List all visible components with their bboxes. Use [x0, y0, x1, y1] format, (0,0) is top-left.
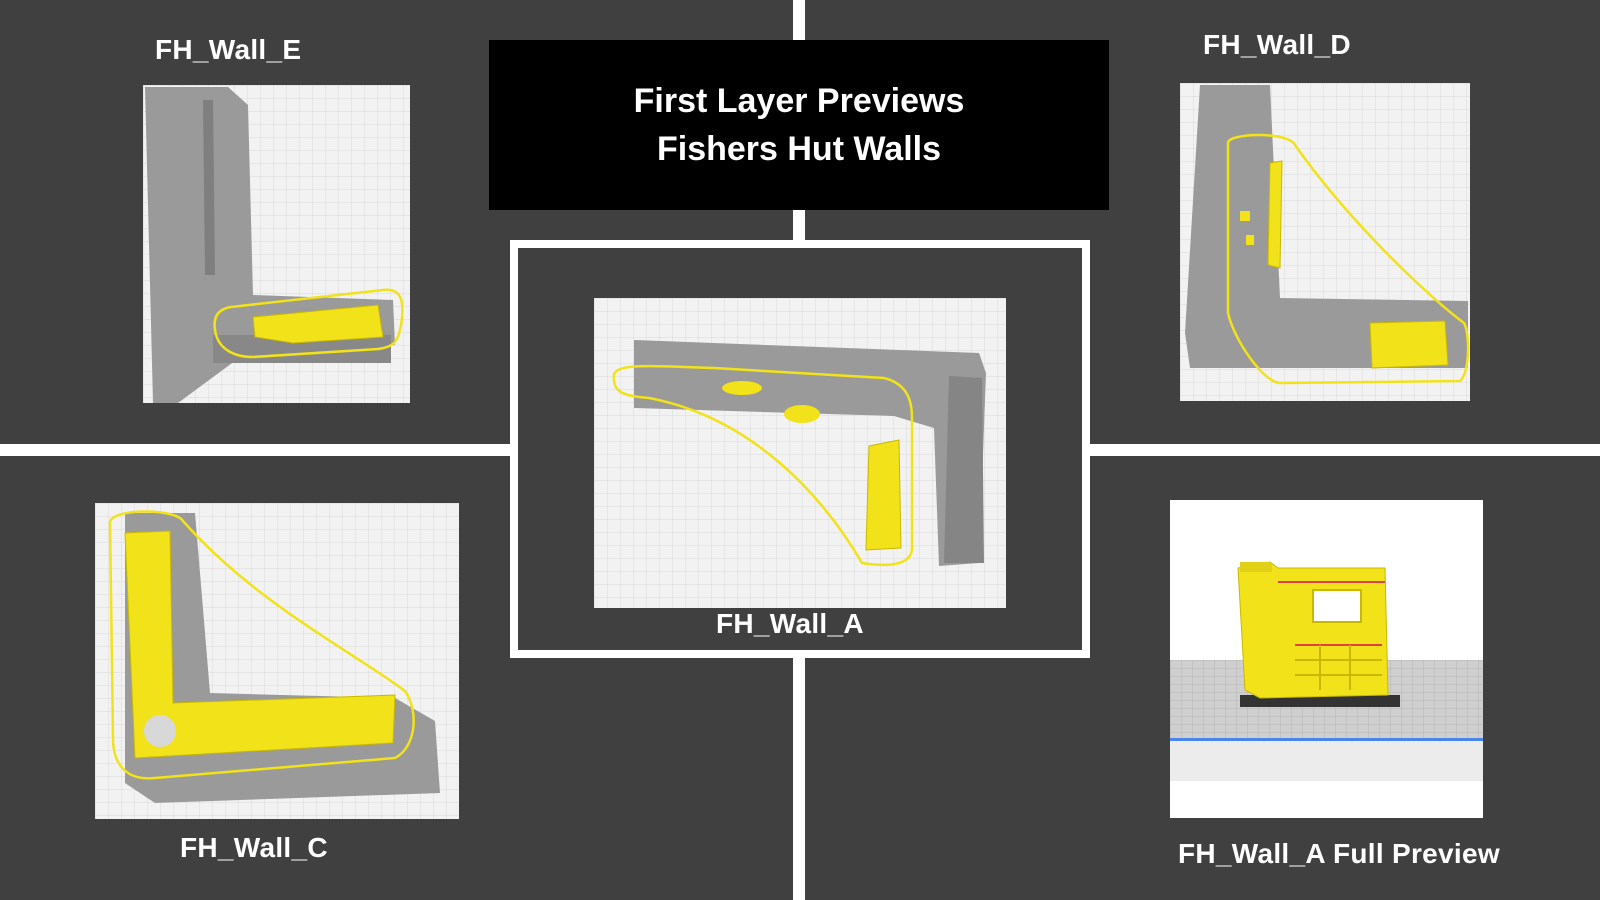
- label-wall-c: FH_Wall_C: [180, 832, 328, 863]
- preview-wall-a-full: [1170, 500, 1483, 818]
- preview-wall-d: [1180, 83, 1470, 401]
- label-wall-a: FH_Wall_A: [716, 608, 864, 639]
- preview-wall-e: [143, 85, 410, 403]
- center-frame: FH_Wall_A: [510, 240, 1090, 658]
- divider-horizontal-left: [0, 444, 510, 456]
- title-box: First Layer Previews Fishers Hut Walls: [489, 40, 1109, 210]
- preview-wall-c: [95, 503, 459, 819]
- label-wall-e: FH_Wall_E: [155, 34, 302, 65]
- label-wall-d: FH_Wall_D: [1203, 29, 1351, 60]
- label-wall-a-full: FH_Wall_A Full Preview: [1178, 838, 1500, 869]
- divider-horizontal-right: [1090, 444, 1600, 456]
- title-line-1: First Layer Previews: [633, 82, 965, 120]
- title-line-2: Fishers Hut Walls: [656, 130, 942, 168]
- divider-vertical-bottom: [793, 658, 805, 900]
- preview-wall-a: [594, 298, 1006, 608]
